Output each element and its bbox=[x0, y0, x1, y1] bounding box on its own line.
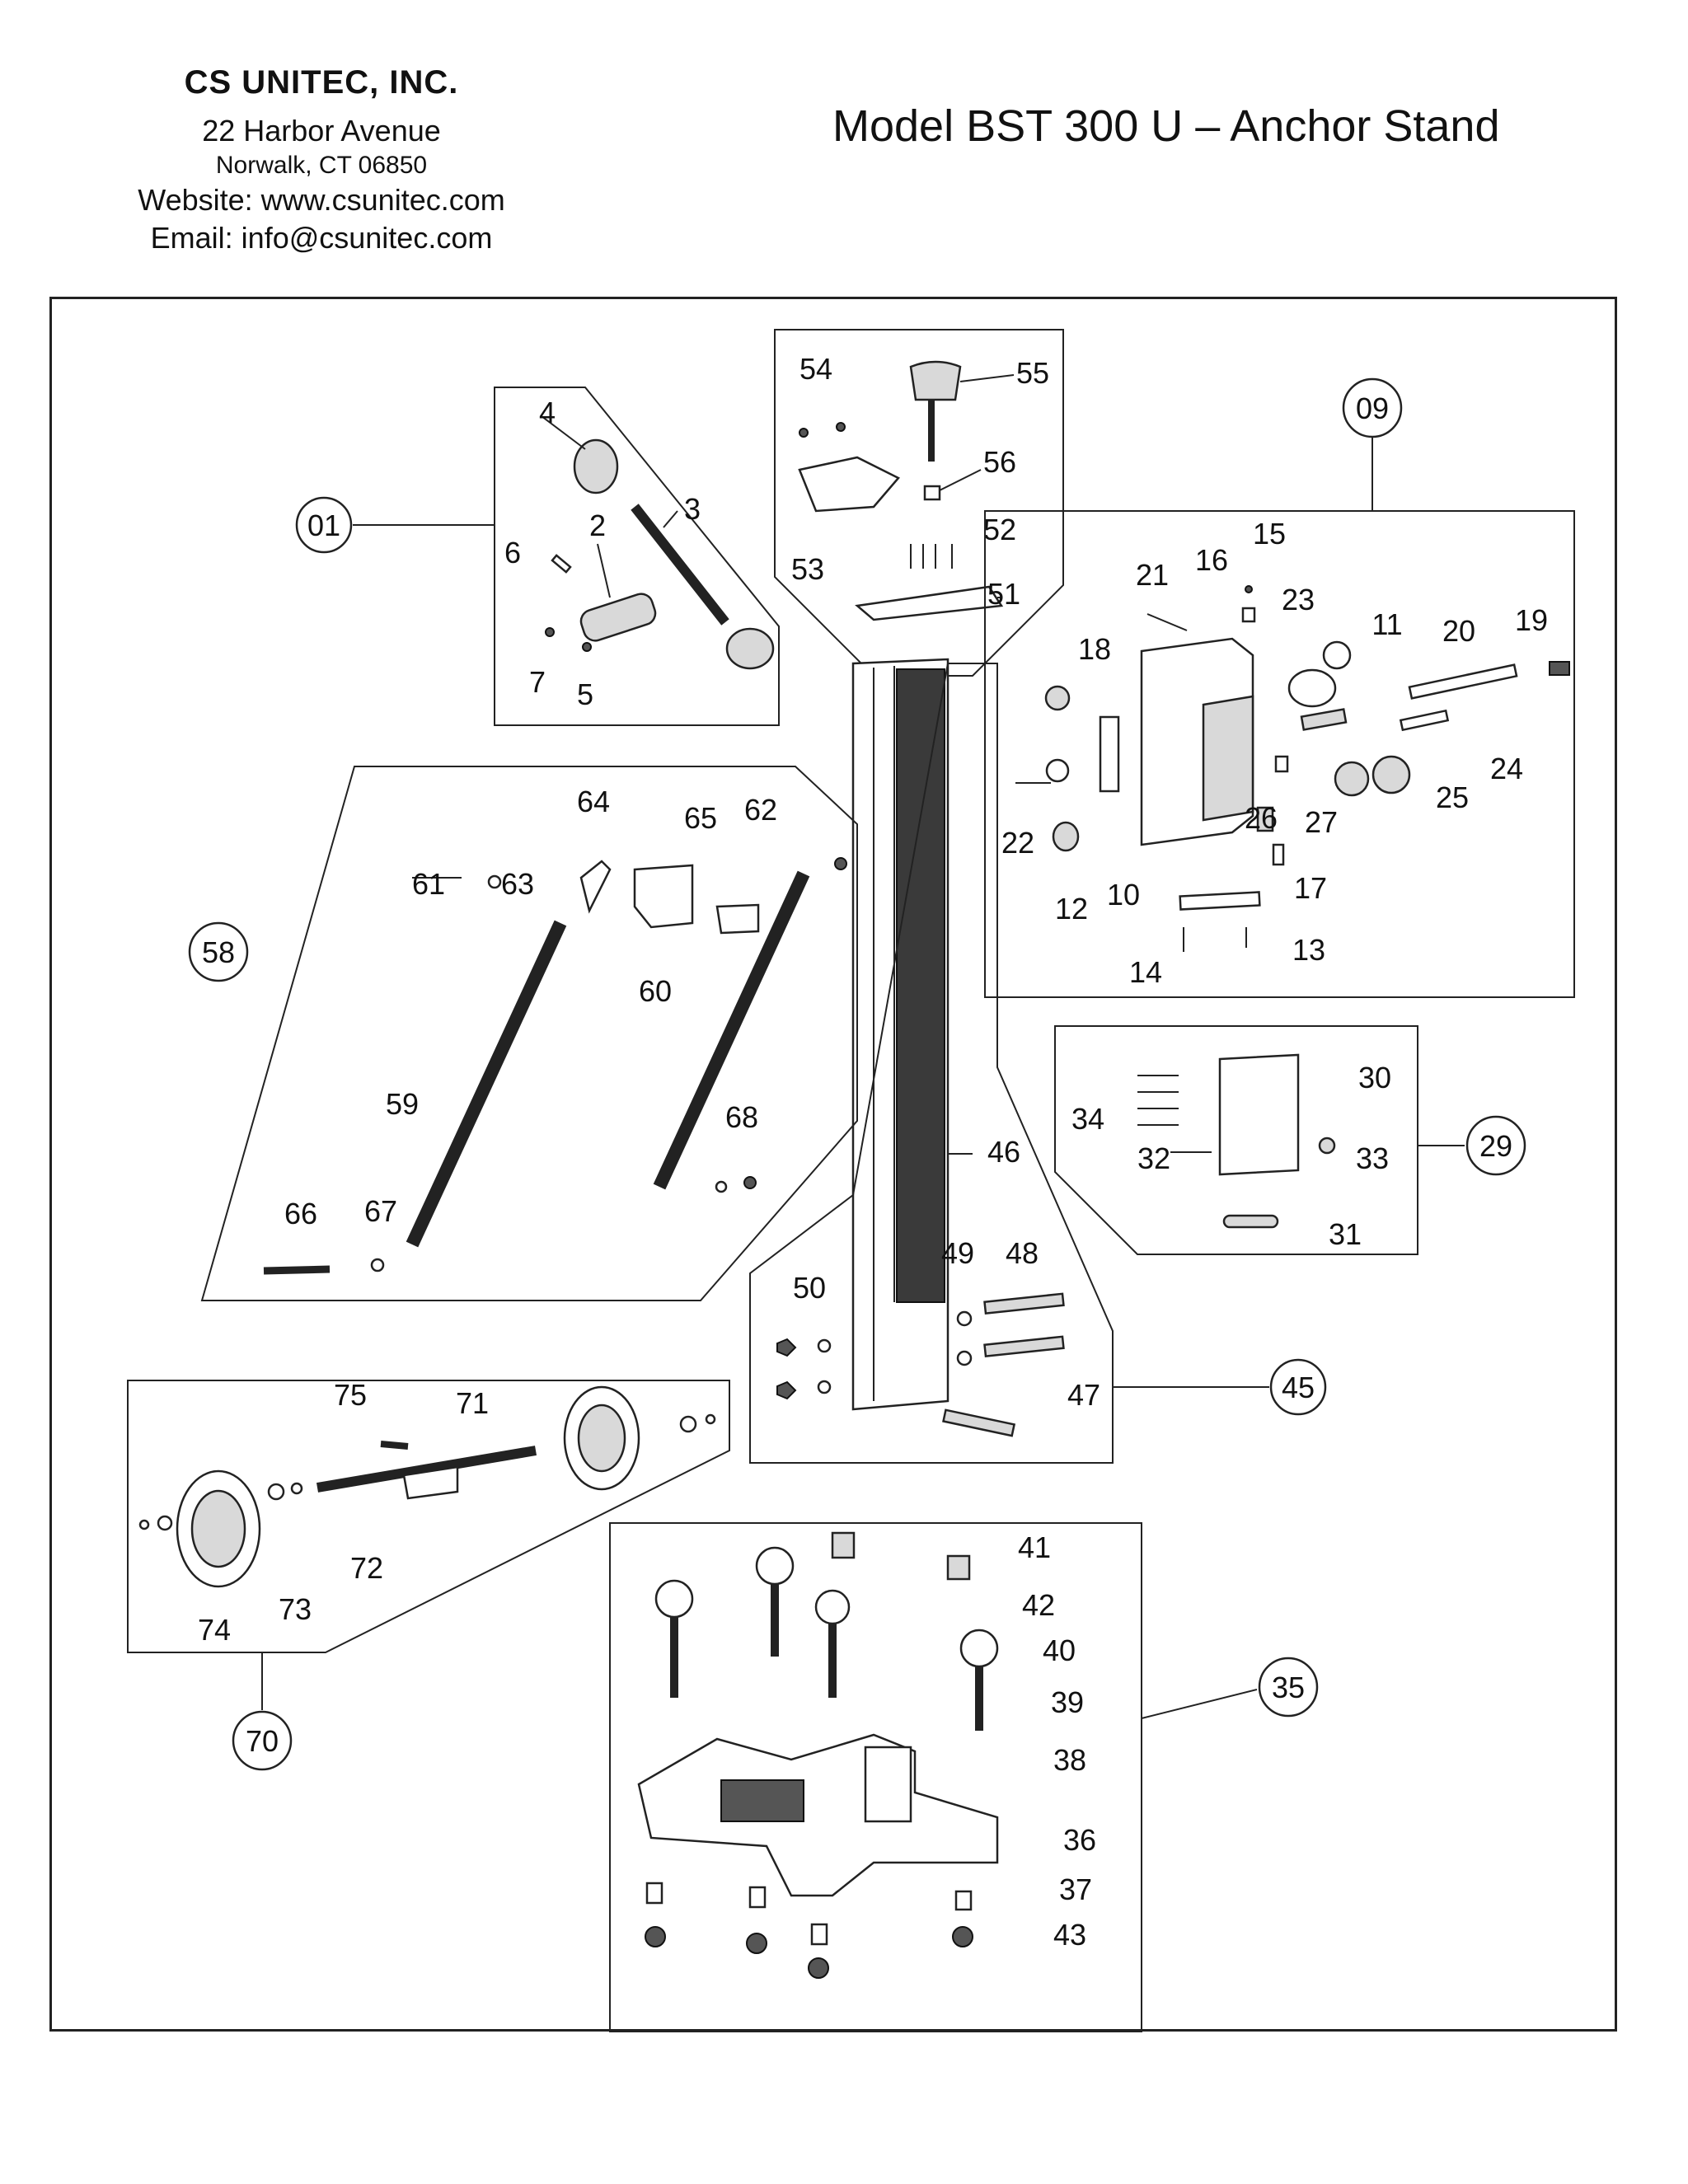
part-callout-23: 23 bbox=[1282, 583, 1315, 616]
part-callout-55: 55 bbox=[1016, 356, 1049, 390]
group-09-carriage: 09 bbox=[984, 377, 1575, 998]
part-callout-18: 18 bbox=[1078, 632, 1111, 666]
part-callout-51: 51 bbox=[987, 577, 1020, 611]
part-callout-11: 11 bbox=[1372, 607, 1402, 641]
part-callout-68: 68 bbox=[725, 1100, 758, 1134]
part-callout-71: 71 bbox=[456, 1386, 489, 1420]
part-callout-27: 27 bbox=[1305, 805, 1338, 839]
part-callout-6: 6 bbox=[504, 536, 521, 569]
part-callout-2: 2 bbox=[589, 509, 606, 542]
model-title: Model BST 300 U – Anchor Stand bbox=[832, 101, 1500, 151]
part-callout-64: 64 bbox=[577, 785, 610, 818]
part-callout-43: 43 bbox=[1053, 1918, 1086, 1952]
part-callout-38: 38 bbox=[1053, 1743, 1086, 1777]
assembly-callout-45: 45 bbox=[1282, 1371, 1315, 1404]
part-callout-41: 41 bbox=[1018, 1530, 1051, 1564]
part-callout-21: 21 bbox=[1136, 558, 1169, 592]
diagram-frame bbox=[49, 297, 1617, 2032]
part-callout-26: 26 bbox=[1245, 801, 1278, 835]
part-callout-33: 33 bbox=[1356, 1141, 1389, 1175]
part-callout-66: 66 bbox=[284, 1197, 317, 1230]
part-callout-47: 47 bbox=[1067, 1378, 1100, 1412]
part-callout-40: 40 bbox=[1043, 1633, 1076, 1667]
column-46 bbox=[851, 658, 973, 1411]
assembly-callout-29: 29 bbox=[1479, 1129, 1512, 1163]
part-callout-13: 13 bbox=[1292, 933, 1325, 967]
part-callout-52: 52 bbox=[983, 513, 1016, 546]
part-callout-56: 56 bbox=[983, 445, 1016, 479]
group-70-wheels: 70 bbox=[127, 1380, 730, 1771]
group-29-plate: 29 bbox=[1054, 1025, 1526, 1255]
part-callout-5: 5 bbox=[577, 677, 593, 711]
company-city: Norwalk, CT 06850 bbox=[215, 152, 428, 179]
group-35-base: 35 bbox=[609, 1522, 1319, 2032]
part-callout-4: 4 bbox=[539, 396, 556, 429]
part-callout-36: 36 bbox=[1063, 1823, 1096, 1857]
group-01-handle: 01 bbox=[295, 387, 780, 726]
part-callout-7: 7 bbox=[529, 665, 546, 699]
part-callout-19: 19 bbox=[1515, 603, 1548, 637]
part-callout-30: 30 bbox=[1358, 1061, 1391, 1094]
part-callout-61: 61 bbox=[412, 867, 445, 901]
group-45-bolts: 45 bbox=[749, 663, 1327, 1464]
part-callout-72: 72 bbox=[350, 1551, 383, 1585]
part-callout-49: 49 bbox=[941, 1236, 974, 1270]
part-callout-14: 14 bbox=[1129, 955, 1162, 989]
part-callout-48: 48 bbox=[1006, 1236, 1039, 1270]
part-callout-53: 53 bbox=[791, 552, 824, 586]
part-callout-16: 16 bbox=[1195, 543, 1228, 577]
part-callout-10: 10 bbox=[1107, 878, 1140, 912]
assembly-callout-58: 58 bbox=[202, 935, 235, 969]
group-58-arms: 58 bbox=[188, 766, 858, 1301]
part-callout-63: 63 bbox=[501, 867, 534, 901]
part-callout-54: 54 bbox=[799, 352, 832, 386]
part-callout-74: 74 bbox=[198, 1613, 231, 1647]
part-callout-37: 37 bbox=[1059, 1872, 1092, 1906]
part-callout-22: 22 bbox=[1001, 826, 1034, 860]
part-callout-73: 73 bbox=[279, 1592, 312, 1626]
part-callout-20: 20 bbox=[1442, 614, 1475, 648]
part-callout-60: 60 bbox=[639, 974, 672, 1008]
part-callout-75: 75 bbox=[334, 1378, 367, 1412]
assembly-callout-35: 35 bbox=[1272, 1671, 1305, 1704]
part-callout-17: 17 bbox=[1294, 871, 1327, 905]
part-callout-42: 42 bbox=[1022, 1588, 1055, 1622]
part-callout-15: 15 bbox=[1253, 517, 1286, 551]
part-callout-50: 50 bbox=[793, 1271, 826, 1305]
assembly-callout-01: 01 bbox=[307, 509, 340, 542]
company-website: Website: www.csunitec.com bbox=[138, 183, 505, 217]
part-callout-32: 32 bbox=[1137, 1141, 1170, 1175]
part-callout-3: 3 bbox=[684, 492, 701, 526]
company-address: 22 Harbor Avenue bbox=[202, 114, 441, 148]
part-callout-59: 59 bbox=[386, 1087, 419, 1121]
part-callout-24: 24 bbox=[1490, 752, 1523, 785]
part-callout-31: 31 bbox=[1329, 1217, 1362, 1251]
part-callout-39: 39 bbox=[1051, 1685, 1084, 1719]
part-callout-46: 46 bbox=[987, 1135, 1020, 1169]
company-name: CS UNITEC, INC. bbox=[184, 64, 459, 101]
group-top-cap bbox=[774, 329, 1064, 677]
part-callout-67: 67 bbox=[364, 1194, 397, 1228]
part-callout-12: 12 bbox=[1055, 892, 1088, 926]
part-callout-62: 62 bbox=[744, 793, 777, 827]
assembly-callout-09: 09 bbox=[1356, 391, 1389, 425]
assembly-callout-70: 70 bbox=[246, 1724, 279, 1758]
part-callout-25: 25 bbox=[1436, 780, 1469, 814]
part-callout-65: 65 bbox=[684, 801, 717, 835]
company-email: Email: info@csunitec.com bbox=[150, 221, 493, 255]
part-callout-34: 34 bbox=[1071, 1102, 1104, 1136]
